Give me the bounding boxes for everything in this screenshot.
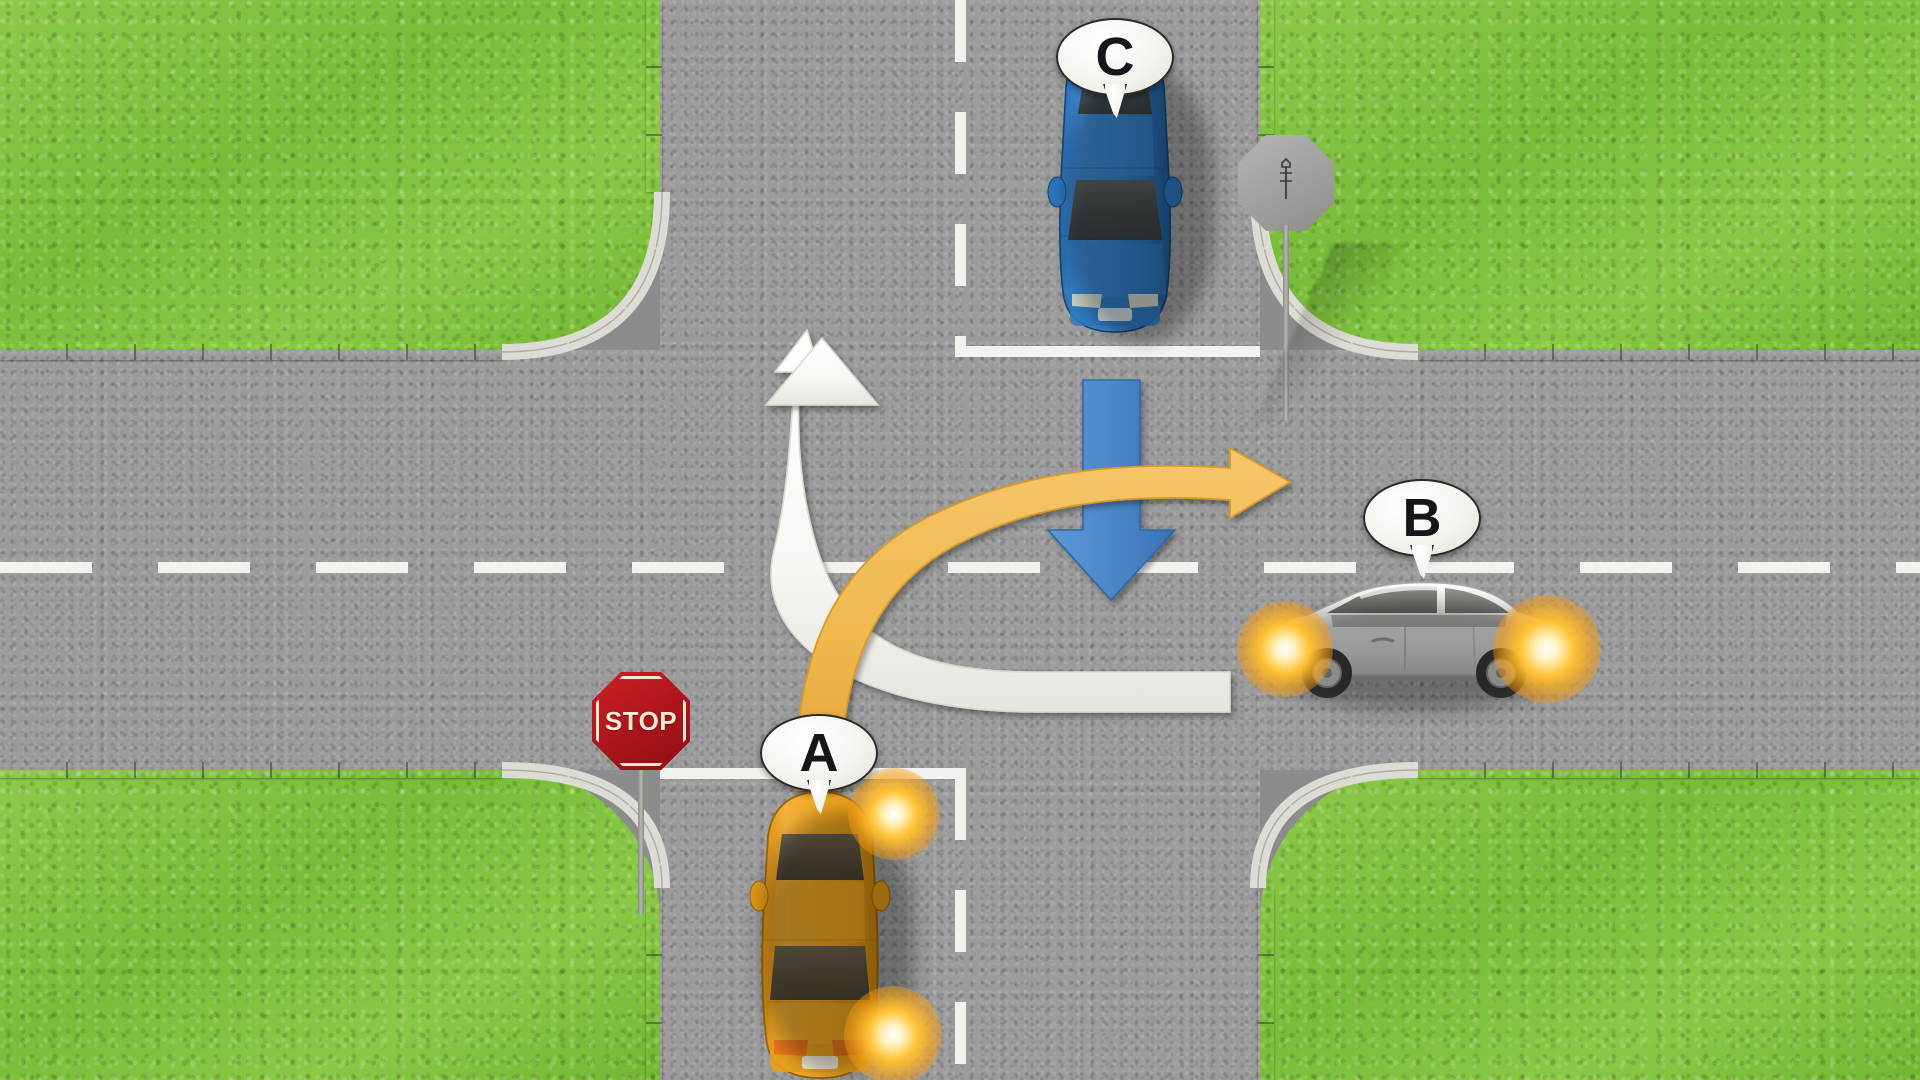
stop-sign-text: STOP xyxy=(604,705,678,736)
curb-right-south xyxy=(1258,888,1274,1080)
stop-sign-north-back xyxy=(1238,135,1404,421)
car-b-indicator-rear xyxy=(1493,595,1601,703)
car-c[interactable]: C xyxy=(1040,18,1214,342)
curb-bottom-right xyxy=(1418,762,1920,778)
curb-top-left xyxy=(0,344,502,360)
grass-bottom-left xyxy=(0,770,660,1080)
car-c-label-balloon: C xyxy=(1056,18,1174,118)
car-a-label-text: A xyxy=(799,723,839,783)
curb-left-south xyxy=(646,888,662,1080)
car-b-label-text: B xyxy=(1402,488,1442,548)
car-b-label-balloon: B xyxy=(1363,479,1481,579)
arrow-amber-right-turn xyxy=(794,446,1292,791)
curb-corner-bottom-right xyxy=(1250,762,1419,889)
curb-corner-top-right xyxy=(1250,191,1419,360)
lane-line-dashed-north xyxy=(955,0,966,352)
grass-top-right xyxy=(1260,0,1920,350)
lane-line-dashed-south xyxy=(955,778,966,1080)
stop-sign-south-pole xyxy=(638,764,644,914)
car-c-label-text: C xyxy=(1095,27,1135,87)
sign-bracket-icon xyxy=(1280,157,1292,199)
curb-left-north xyxy=(646,0,662,192)
car-c-body xyxy=(1047,43,1183,333)
grass-bottom-right xyxy=(1260,770,1920,1080)
curb-corner-bottom-left xyxy=(501,762,670,889)
arrow-white-head xyxy=(764,336,880,406)
car-a-indicator-rear-right xyxy=(844,986,942,1080)
car-a[interactable]: A xyxy=(740,714,942,1080)
stop-sign-south-octagon: STOP xyxy=(592,672,690,770)
curb-corner-top-left xyxy=(501,191,670,360)
curb-bottom-left xyxy=(0,762,502,778)
stop-sign-north-pole xyxy=(1283,225,1289,420)
stop-line-north xyxy=(955,346,1260,357)
curb-top-right xyxy=(1418,344,1920,360)
car-a-label-balloon: A xyxy=(760,714,878,814)
car-a-indicator-front-right xyxy=(848,768,940,860)
center-line-dashed-horizontal xyxy=(0,562,1920,573)
stop-sign-back-octagon xyxy=(1238,135,1334,231)
car-b-indicator-front xyxy=(1237,601,1333,697)
grass-top-left xyxy=(0,0,660,350)
car-b[interactable]: B xyxy=(1237,479,1601,715)
stop-sign-south[interactable]: STOP xyxy=(592,672,690,914)
